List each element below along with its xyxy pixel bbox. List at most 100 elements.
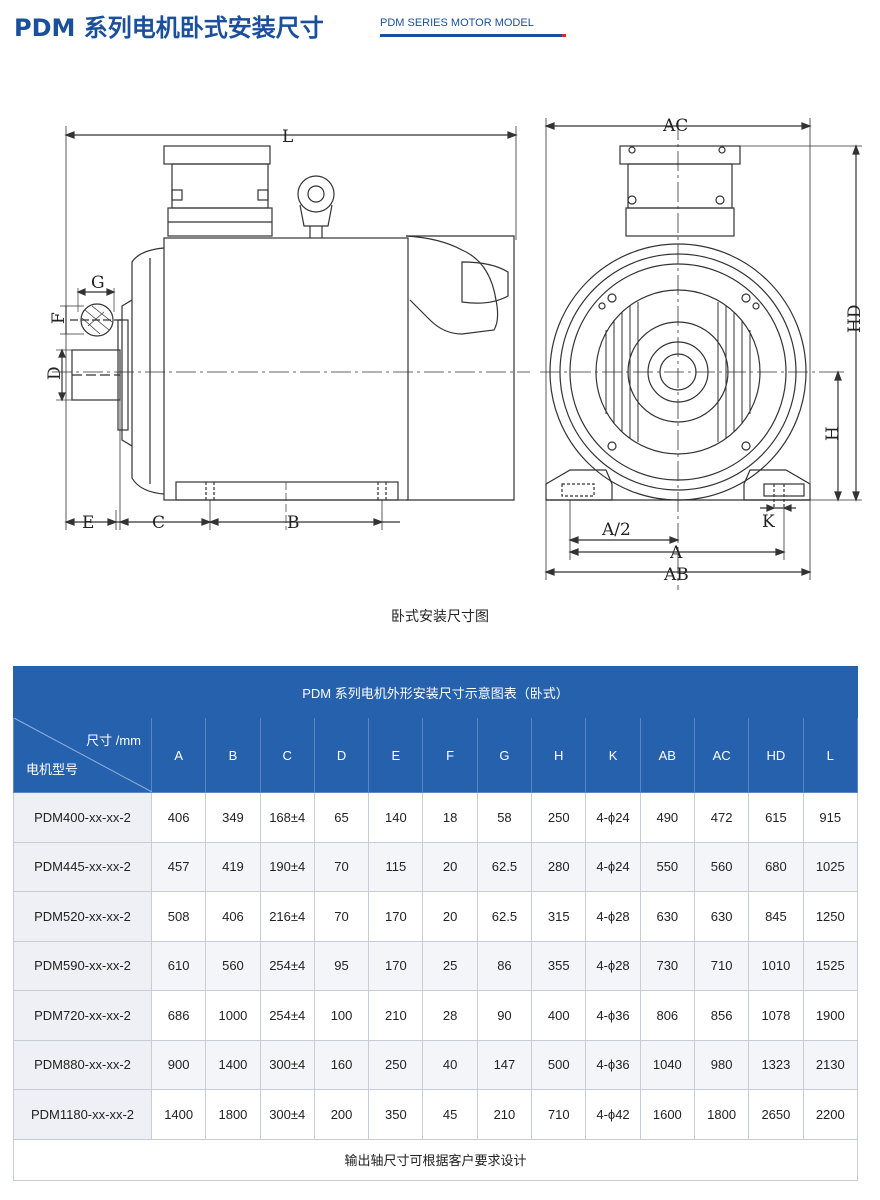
value-cell-h: 355 (531, 940, 587, 991)
table-title: PDM 系列电机外形安装尺寸示意图表（卧式） (13, 666, 858, 718)
value-cell-b: 1400 (205, 1039, 261, 1090)
value-cell-ac: 980 (693, 1039, 750, 1090)
model-cell: PDM880-xx-xx-2 (13, 1039, 152, 1090)
side-view (52, 126, 530, 530)
label-K: K (762, 512, 775, 532)
value-cell-ab: 806 (639, 990, 695, 1041)
value-cell-h: 315 (531, 891, 587, 942)
value-cell-f: 40 (422, 1039, 478, 1090)
value-cell-a: 900 (150, 1039, 207, 1090)
value-cell-l: 915 (802, 792, 859, 843)
value-cell-c: 216±4 (259, 891, 315, 942)
value-cell-k: 4-ϕ24 (585, 792, 641, 843)
value-cell-l: 2200 (802, 1089, 859, 1140)
value-cell-b: 406 (205, 891, 261, 942)
value-cell-a: 686 (150, 990, 207, 1041)
label-L: L (282, 127, 293, 147)
value-cell-ab: 550 (639, 841, 695, 892)
label-F: F (49, 312, 69, 324)
value-cell-ab: 1600 (639, 1089, 695, 1140)
column-header-d: D (313, 717, 370, 793)
model-cell: PDM520-xx-xx-2 (13, 891, 152, 942)
value-cell-g: 147 (476, 1039, 533, 1090)
value-cell-b: 1800 (205, 1089, 261, 1140)
value-cell-c: 300±4 (259, 1089, 315, 1140)
motor-dimension-drawing: L G F D E C B AC HD H K A/2 A AB (45, 116, 865, 590)
value-cell-l: 1900 (802, 990, 859, 1041)
page-subtitle: PDM SERIES MOTOR MODEL (380, 17, 534, 29)
value-cell-d: 70 (313, 841, 370, 892)
value-cell-l: 1250 (802, 891, 859, 942)
value-cell-f: 25 (422, 940, 478, 991)
value-cell-hd: 1323 (748, 1039, 804, 1090)
value-cell-ac: 630 (693, 891, 750, 942)
corner-model-label: 电机型号 (26, 762, 79, 777)
value-cell-e: 350 (368, 1089, 424, 1140)
value-cell-hd: 2650 (748, 1089, 804, 1140)
value-cell-g: 62.5 (476, 891, 533, 942)
value-cell-a: 406 (150, 792, 207, 843)
table-footer-note: 输出轴尺寸可根据客户要求设计 (13, 1138, 858, 1181)
value-cell-hd: 680 (748, 841, 804, 892)
label-C: C (152, 513, 165, 533)
value-cell-l: 1525 (802, 940, 859, 991)
value-cell-f: 20 (422, 841, 478, 892)
value-cell-d: 200 (313, 1089, 370, 1140)
model-cell: PDM720-xx-xx-2 (13, 990, 152, 1041)
value-cell-ab: 1040 (639, 1039, 695, 1090)
column-header-g: G (476, 717, 533, 793)
value-cell-ac: 472 (693, 792, 750, 843)
value-cell-ab: 490 (639, 792, 695, 843)
column-header-b: B (205, 717, 261, 793)
value-cell-l: 2130 (802, 1039, 859, 1090)
value-cell-a: 1400 (150, 1089, 207, 1140)
value-cell-e: 250 (368, 1039, 424, 1090)
value-cell-b: 1000 (205, 990, 261, 1041)
value-cell-k: 4-ϕ28 (585, 891, 641, 942)
value-cell-a: 457 (150, 841, 207, 892)
value-cell-f: 20 (422, 891, 478, 942)
value-cell-h: 250 (531, 792, 587, 843)
value-cell-e: 115 (368, 841, 424, 892)
label-HD: HD (845, 305, 865, 333)
value-cell-e: 170 (368, 891, 424, 942)
value-cell-d: 95 (313, 940, 370, 991)
value-cell-b: 349 (205, 792, 261, 843)
value-cell-h: 500 (531, 1039, 587, 1090)
column-header-c: C (259, 717, 315, 793)
model-cell: PDM445-xx-xx-2 (13, 841, 152, 892)
value-cell-c: 190±4 (259, 841, 315, 892)
corner-diagonal (14, 718, 152, 792)
value-cell-g: 62.5 (476, 841, 533, 892)
label-D: D (45, 366, 65, 380)
value-cell-g: 58 (476, 792, 533, 843)
value-cell-k: 4-ϕ28 (585, 940, 641, 991)
page-title: PDM 系列电机卧式安装尺寸 (14, 14, 324, 42)
column-header-k: K (585, 717, 641, 793)
value-cell-e: 140 (368, 792, 424, 843)
label-B: B (287, 513, 300, 533)
value-cell-e: 170 (368, 940, 424, 991)
value-cell-ac: 710 (693, 940, 750, 991)
value-cell-k: 4-ϕ36 (585, 990, 641, 1041)
column-header-f: F (422, 717, 478, 793)
value-cell-ab: 730 (639, 940, 695, 991)
model-cell: PDM400-xx-xx-2 (13, 792, 152, 843)
label-AC: AC (662, 116, 688, 136)
value-cell-g: 86 (476, 940, 533, 991)
value-cell-f: 28 (422, 990, 478, 1041)
corner-unit-label: 尺寸 /mm (86, 733, 141, 748)
table-corner-header: 尺寸 /mm 电机型号 (13, 717, 152, 793)
value-cell-e: 210 (368, 990, 424, 1041)
column-header-l: L (802, 717, 859, 793)
value-cell-hd: 1078 (748, 990, 804, 1041)
value-cell-g: 90 (476, 990, 533, 1041)
value-cell-d: 100 (313, 990, 370, 1041)
value-cell-a: 610 (150, 940, 207, 991)
